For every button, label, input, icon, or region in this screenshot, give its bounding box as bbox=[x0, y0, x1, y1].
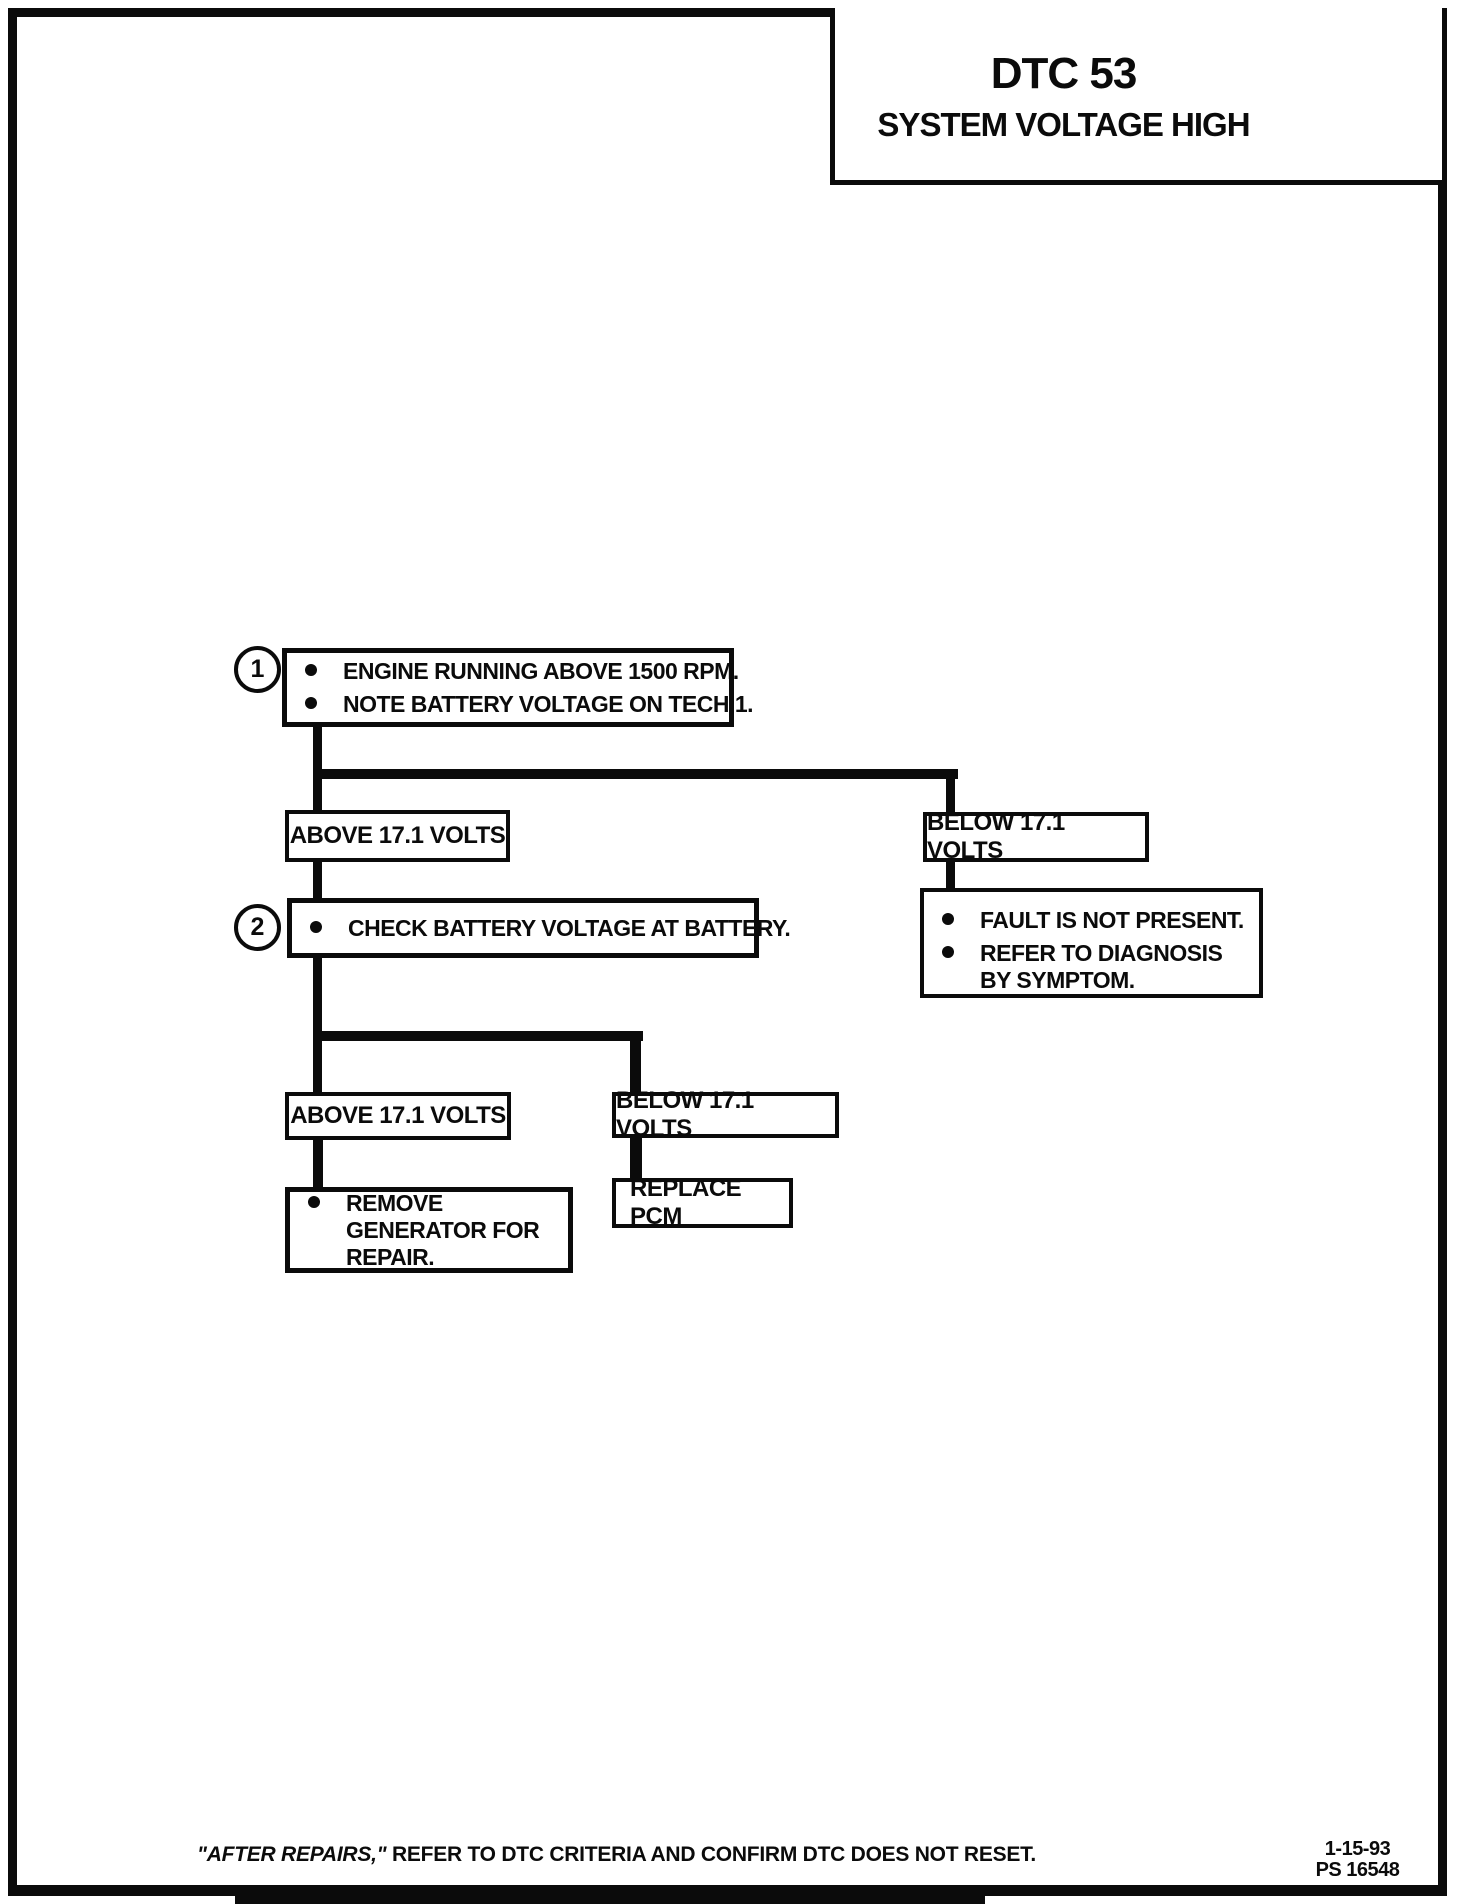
remove-generator-box: REMOVE GENERATOR FOR REPAIR. bbox=[285, 1187, 573, 1273]
fault-bullet-2: REFER TO DIAGNOSIS BY SYMPTOM. bbox=[940, 940, 1251, 994]
step2-bullet-1-text: CHECK BATTERY VOLTAGE AT BATTERY. bbox=[348, 914, 791, 941]
above-volts-box-1: ABOVE 17.1 VOLTS bbox=[285, 810, 510, 862]
below-volts-box-2: BELOW 17.1 VOLTS bbox=[612, 1087, 839, 1142]
below-volts-1-label: BELOW 17.1 VOLTS bbox=[927, 809, 1065, 864]
connector-below1-to-fault bbox=[946, 858, 955, 892]
below-volts-2-label: BELOW 17.1 VOLTS bbox=[616, 1087, 754, 1142]
connector-branch2-right-down bbox=[630, 1037, 641, 1094]
page-subtitle: SYSTEM VOLTAGE HIGH bbox=[877, 106, 1250, 143]
above-volts-2-label: ABOVE 17.1 VOLTS bbox=[290, 1102, 506, 1129]
replace-pcm-label: REPLACE PCM bbox=[630, 1175, 742, 1230]
connector-above2-to-remove bbox=[313, 1136, 323, 1189]
bullet-icon bbox=[942, 946, 954, 958]
replace-pcm-box: REPLACE PCM bbox=[612, 1175, 793, 1230]
step-number-2: 2 bbox=[234, 904, 281, 951]
step-number-1-label: 1 bbox=[250, 655, 265, 683]
connector-branch1-right-down bbox=[946, 775, 955, 815]
bullet-icon bbox=[308, 1195, 320, 1208]
page-title: DTC 53 bbox=[990, 49, 1138, 98]
step1-bullet-2-text: NOTE BATTERY VOLTAGE ON TECH 1. bbox=[343, 690, 754, 717]
footer-reference: 1-15-93 PS 16548 bbox=[1305, 1839, 1410, 1881]
footer-note-rest: REFER TO DTC CRITERIA AND CONFIRM DTC DO… bbox=[386, 1843, 1036, 1866]
fault-not-present-box: FAULT IS NOT PRESENT. REFER TO DIAGNOSIS… bbox=[920, 888, 1263, 998]
bullet-icon bbox=[305, 696, 317, 709]
footer-code: PS 16548 bbox=[1315, 1859, 1400, 1881]
step1-bullet-1-text: ENGINE RUNNING ABOVE 1500 RPM. bbox=[343, 657, 739, 684]
connector-branch2-horizontal bbox=[313, 1031, 643, 1041]
step2-box: CHECK BATTERY VOLTAGE AT BATTERY. bbox=[287, 898, 791, 958]
step1-bullet-2: NOTE BATTERY VOLTAGE ON TECH 1. bbox=[303, 691, 754, 718]
title-box: DTC 53 SYSTEM VOLTAGE HIGH bbox=[830, 8, 1442, 185]
bullet-icon bbox=[310, 920, 322, 933]
connector-branch1-horizontal bbox=[313, 769, 958, 779]
connector-above1-to-step2 bbox=[313, 858, 322, 902]
step-number-2-label: 2 bbox=[250, 913, 265, 941]
below-volts-box-1: BELOW 17.1 VOLTS bbox=[923, 809, 1149, 864]
above-volts-1-label: ABOVE 17.1 VOLTS bbox=[289, 822, 506, 849]
fault-bullet-1: FAULT IS NOT PRESENT. bbox=[940, 907, 1251, 934]
fault-bullet-2-text: REFER TO DIAGNOSIS BY SYMPTOM. bbox=[980, 940, 1223, 993]
page-border-bottom-bar bbox=[235, 1893, 985, 1904]
step1-box: ENGINE RUNNING ABOVE 1500 RPM. NOTE BATT… bbox=[282, 648, 754, 727]
bullet-icon bbox=[942, 913, 954, 925]
remove-bullet-1-text: REMOVE GENERATOR FOR REPAIR. bbox=[346, 1189, 540, 1270]
footer-note: "AFTER REPAIRS," REFER TO DTC CRITERIA A… bbox=[197, 1843, 1036, 1867]
fault-bullet-1-text: FAULT IS NOT PRESENT. bbox=[980, 907, 1244, 933]
above-volts-box-2: ABOVE 17.1 VOLTS bbox=[285, 1092, 511, 1140]
footer-note-quote: "AFTER REPAIRS," bbox=[197, 1843, 387, 1866]
connector-step2-down bbox=[313, 954, 322, 1094]
step2-bullet-1: CHECK BATTERY VOLTAGE AT BATTERY. bbox=[308, 915, 791, 942]
connector-below2-to-replace bbox=[630, 1134, 642, 1182]
bullet-icon bbox=[305, 663, 317, 676]
remove-bullet-1: REMOVE GENERATOR FOR REPAIR. bbox=[306, 1190, 560, 1271]
footer-date: 1-15-93 bbox=[1324, 1838, 1391, 1860]
step1-bullet-1: ENGINE RUNNING ABOVE 1500 RPM. bbox=[303, 658, 739, 685]
step-number-1: 1 bbox=[234, 646, 281, 693]
